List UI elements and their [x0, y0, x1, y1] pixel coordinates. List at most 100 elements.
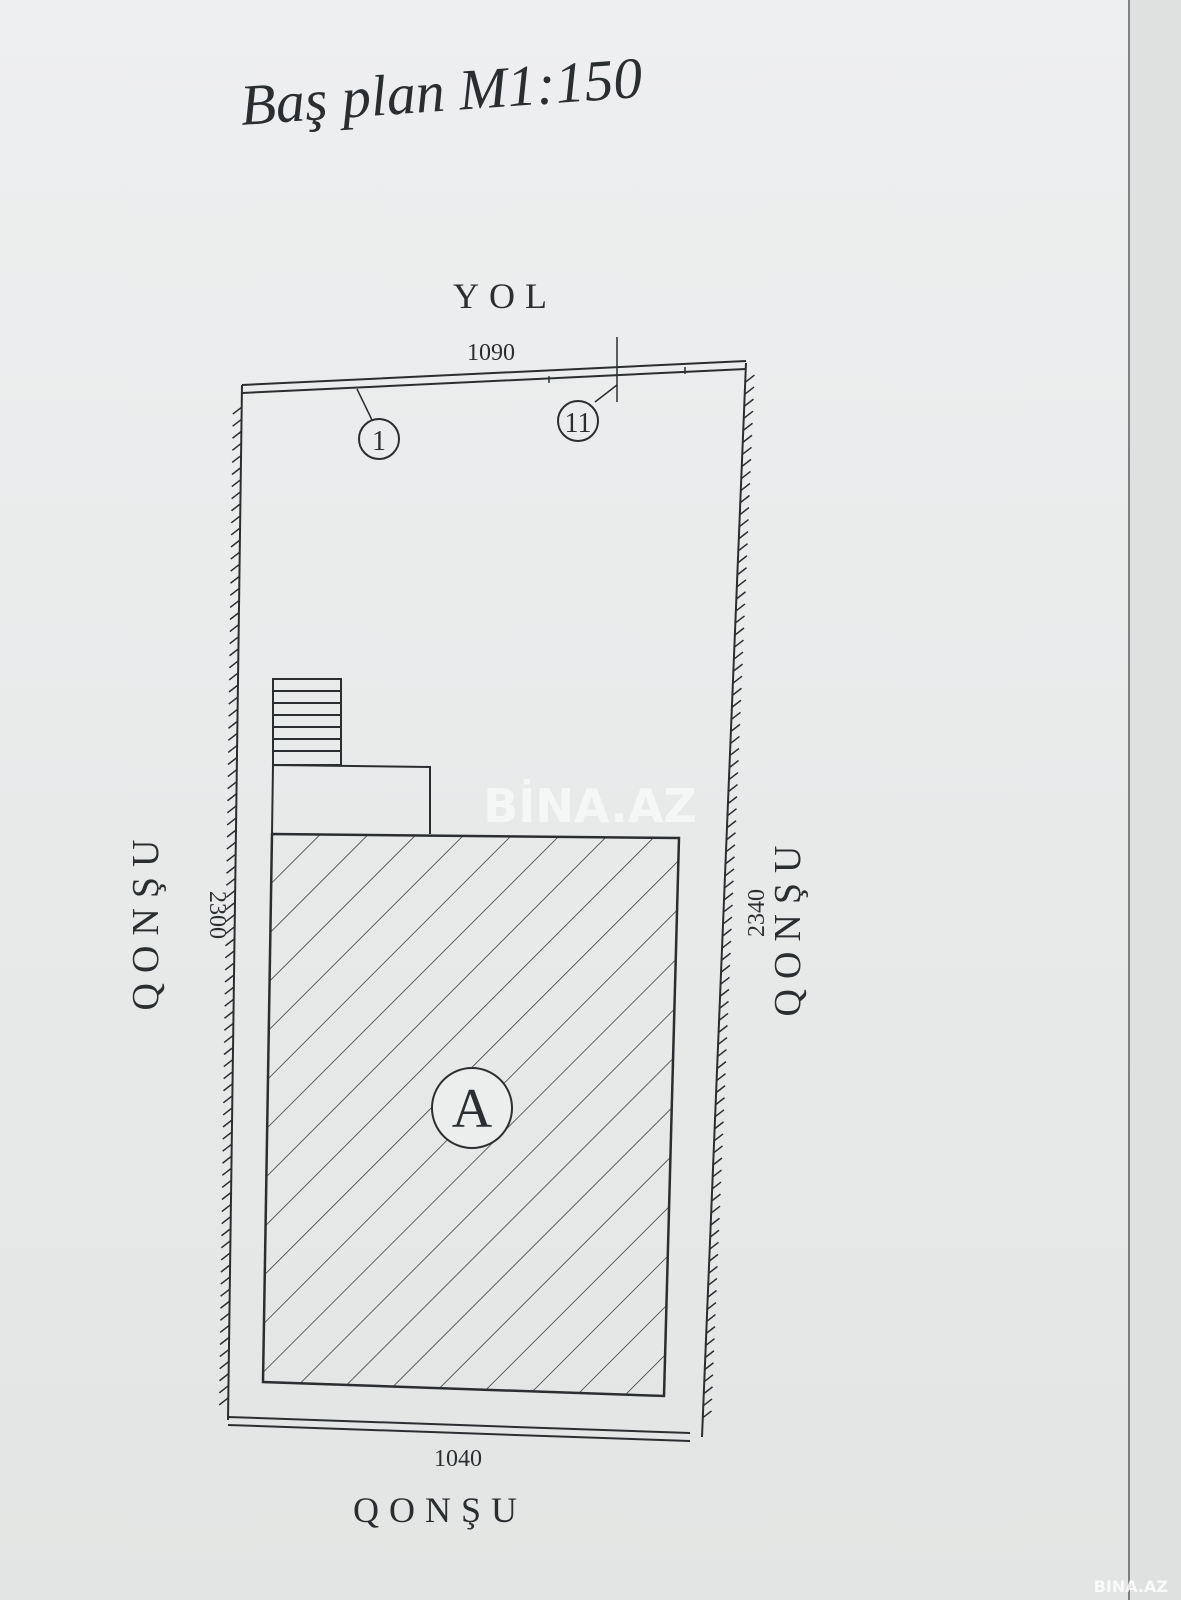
- hatch-tick: [716, 1073, 726, 1082]
- hatch-tick: [219, 1336, 230, 1346]
- hatch-tick: [715, 1085, 726, 1094]
- hatch-tick: [729, 747, 740, 757]
- hatch-tick: [231, 491, 242, 500]
- hatch-tick: [219, 1312, 230, 1321]
- building-label: A: [452, 1078, 493, 1140]
- hatch-tick: [228, 684, 239, 693]
- hatch-tick: [733, 663, 743, 672]
- hatch-tick: [225, 877, 236, 886]
- hatch-tick: [732, 687, 742, 696]
- marker-11-leader: [594, 384, 618, 403]
- marker-1-leader: [356, 388, 373, 421]
- street-label: YOL: [453, 276, 557, 316]
- hatch-tick: [745, 374, 755, 383]
- hatch-tick: [222, 1107, 233, 1116]
- hatch-tick: [230, 563, 241, 572]
- hatch-tick: [730, 723, 741, 732]
- hatch-tick: [229, 599, 240, 609]
- hatch-tick: [713, 1133, 724, 1142]
- hatch-tick: [231, 503, 241, 512]
- dimension-top: 1090: [467, 340, 515, 366]
- paper-edge-line: [1128, 0, 1130, 1600]
- plot-top-boundary: [241, 360, 747, 394]
- hatch-tick: [228, 696, 239, 705]
- hatch-tick: [731, 699, 742, 708]
- left-neighbor-label: QONŞU: [125, 830, 167, 1011]
- hatch-tick: [229, 636, 240, 645]
- hatch-tick: [227, 793, 237, 802]
- hatch-tick: [702, 1410, 712, 1419]
- hatch-tick: [740, 494, 750, 504]
- hatch-tick: [711, 1193, 721, 1202]
- hatch-tick: [730, 735, 740, 745]
- hatch-tick: [719, 988, 730, 997]
- hatch-tick: [223, 1046, 234, 1056]
- dimension-right: 2340: [744, 889, 770, 937]
- hatch-tick: [223, 1022, 234, 1031]
- hatch-tick: [742, 446, 752, 455]
- corner-watermark: BINA.AZ: [1094, 1577, 1168, 1596]
- hatch-tick: [723, 892, 734, 901]
- hatch-tick: [742, 434, 753, 443]
- hatch-tick: [226, 829, 237, 838]
- hatch-tick: [230, 515, 241, 524]
- hatch-tick: [733, 651, 744, 660]
- hatch-tick: [721, 940, 732, 949]
- hatch-tick: [231, 478, 242, 488]
- hatch-tick: [734, 639, 744, 648]
- marker-11-circle: [557, 400, 599, 442]
- hatch-tick: [219, 1348, 230, 1358]
- hatch-tick: [225, 938, 235, 947]
- hatch-tick: [220, 1264, 231, 1273]
- hatch-tick: [224, 1010, 234, 1019]
- hatch-tick: [713, 1145, 723, 1154]
- hatch-tick: [222, 1119, 233, 1128]
- paper-edge-shadow: [1130, 0, 1181, 1600]
- marker-1-label: 1: [372, 426, 386, 457]
- hatch-tick: [232, 406, 243, 415]
- hatch-tick: [225, 913, 236, 923]
- dimension-left: 2300: [204, 891, 230, 939]
- hatch-tick: [221, 1216, 232, 1225]
- hatch-tick: [706, 1313, 716, 1323]
- hatch-tick: [722, 928, 732, 937]
- hatch-tick: [229, 648, 239, 657]
- hatch-tick: [720, 976, 730, 985]
- hatch-tick: [218, 1385, 229, 1394]
- hatch-tick: [743, 422, 753, 431]
- hatch-tick: [724, 880, 734, 889]
- hatch-tick: [718, 1012, 729, 1022]
- hatch-tick: [728, 783, 738, 793]
- hatch-tick: [224, 998, 235, 1007]
- hatch-tick: [729, 759, 739, 769]
- hatch-tick: [229, 623, 240, 633]
- hatch-tick: [222, 1155, 232, 1164]
- hatch-tick: [229, 587, 240, 596]
- marker-1-circle: [358, 418, 400, 460]
- hatch-tick: [224, 962, 235, 971]
- hatch-tick: [735, 615, 745, 624]
- hatch-tick: [221, 1191, 232, 1201]
- hatch-tick: [725, 856, 735, 865]
- hatch-tick: [226, 853, 237, 862]
- hatch-tick: [721, 952, 731, 961]
- hatch-tick: [227, 756, 238, 766]
- hatch-tick: [219, 1361, 230, 1370]
- hatch-tick: [220, 1240, 231, 1249]
- hatch-tick: [232, 430, 242, 439]
- hatch-tick: [710, 1205, 721, 1214]
- hatch-tick: [719, 1000, 729, 1010]
- hatch-tick: [706, 1301, 717, 1311]
- hatch-tick: [228, 708, 239, 717]
- hatch-tick: [229, 611, 240, 621]
- hatch-tick: [709, 1229, 720, 1238]
- hatch-tick: [221, 1203, 232, 1213]
- gate-segment: [548, 367, 686, 383]
- hatch-tick: [708, 1253, 719, 1262]
- hatch-tick: [720, 964, 731, 973]
- porch-annex: [271, 764, 431, 835]
- hatch-tick: [738, 543, 748, 552]
- hatch-tick: [741, 458, 752, 467]
- hatch-tick: [227, 732, 238, 741]
- hatch-tick: [741, 470, 751, 480]
